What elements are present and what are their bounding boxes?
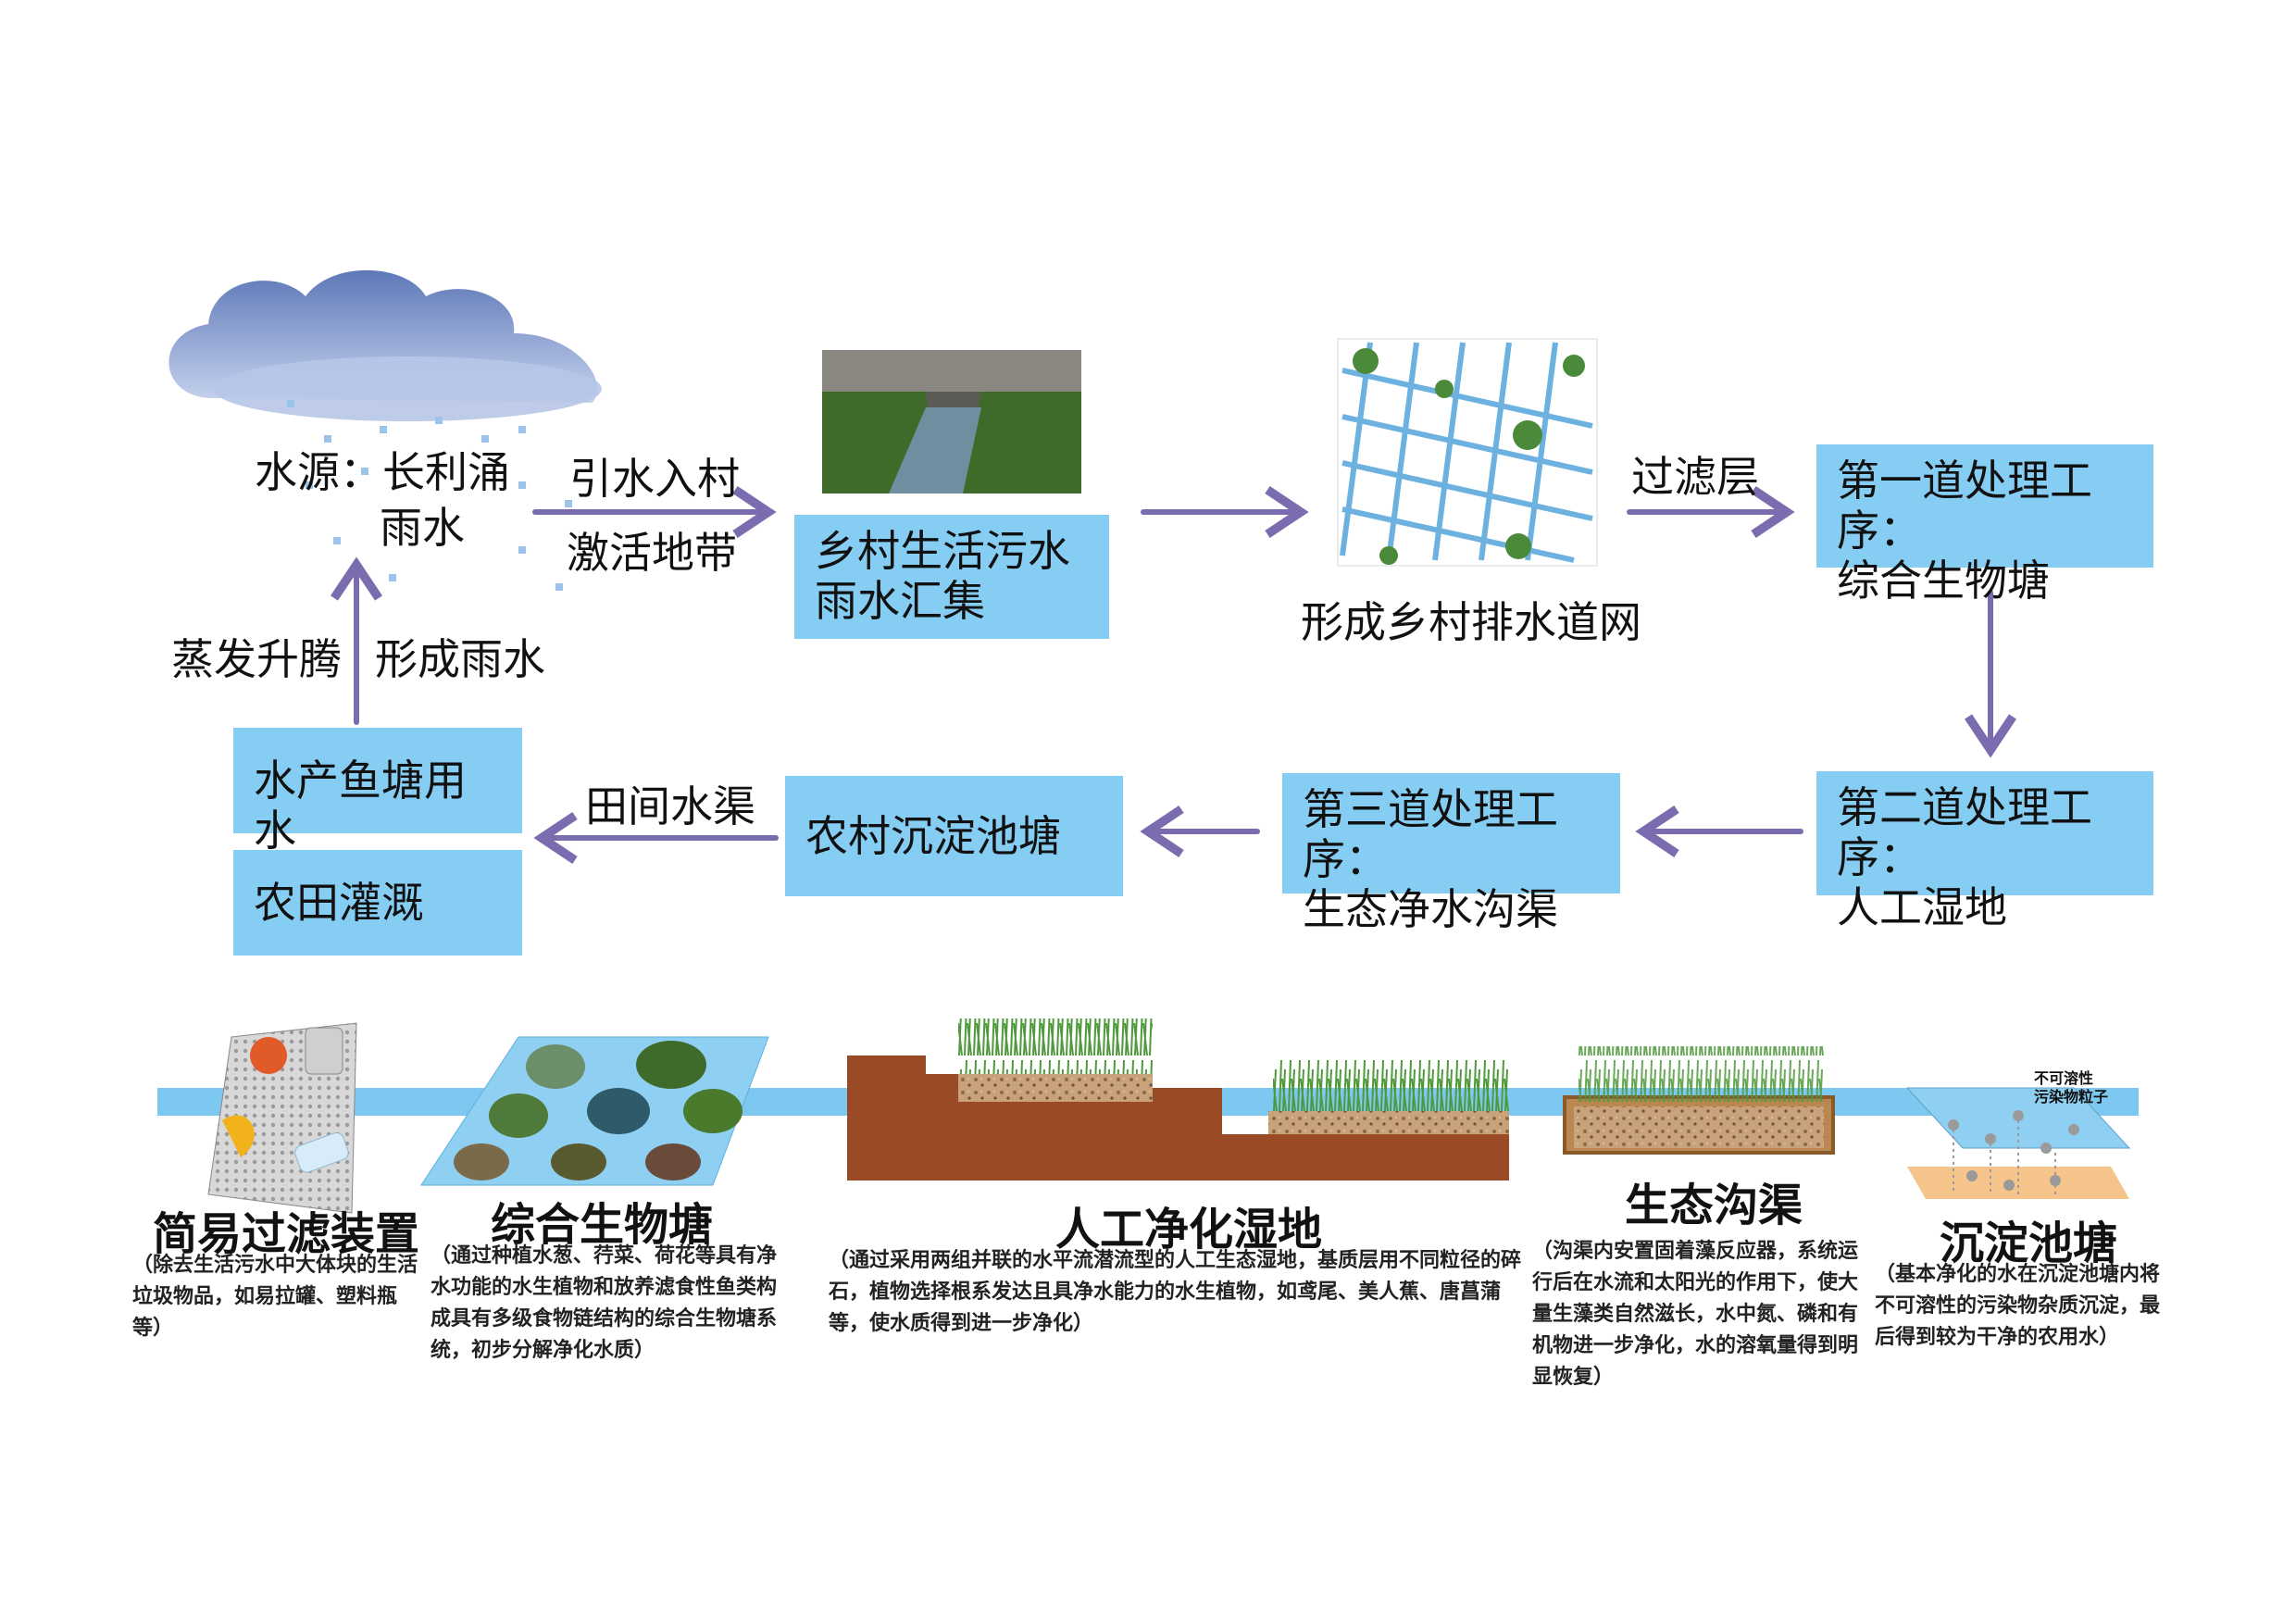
collect-box: 乡村生活污水 雨水汇集: [794, 515, 1109, 639]
particle-note: 不可溶性 污染物粒子: [2034, 1069, 2108, 1106]
bio-pond-image: [420, 1036, 769, 1186]
step1-line1: 第一道处理工序：: [1837, 456, 2092, 556]
stage-desc-filter: （除去生活污水中大体块的生活垃圾物品，如易拉罐、塑料瓶等）: [132, 1254, 418, 1340]
stage-title-ditch: 生态沟渠: [1625, 1180, 1803, 1231]
step1-box: 第一道处理工序： 综合生物塘: [1816, 444, 2153, 606]
drainage-network-image: [1337, 338, 1598, 567]
stage-desc-biopond: （通过种植水葱、荇菜、荷花等具有净水功能的水生植物和放养滤食性鱼类构成具有多级食…: [430, 1244, 778, 1362]
evaporate-label: 蒸发升腾: [171, 634, 342, 684]
particle-note-line2: 污染物粒子: [2034, 1088, 2109, 1106]
constructed-wetland-image: [847, 1018, 1509, 1181]
flow-arrows: [331, 486, 2016, 864]
collect-box-line2: 雨水汇集: [815, 576, 985, 626]
field-canal-label: 田间水渠: [585, 781, 755, 831]
step2-line2: 人工湿地: [1837, 882, 2007, 932]
rain-cloud-icon: [168, 269, 602, 421]
irrigation-box: 农田灌溉: [233, 850, 522, 956]
network-label: 形成乡村排水道网: [1301, 597, 1641, 647]
stage-desc-settle: （基本净化的水在沉淀池塘内将不可溶性的污染物杂质沉淀，最后得到较为干净的农用水）: [1875, 1263, 2161, 1349]
step3-box: 第三道处理工序： 生态净水沟渠: [1282, 773, 1620, 934]
eco-ditch-image: [1563, 1046, 1835, 1155]
step1-line2: 综合生物塘: [1837, 556, 2050, 606]
stage-desc-ditch: （沟渠内安置固着藻反应器，系统运行后在水流和太阳光的作用下，使大量生藻类自然滋长…: [1532, 1240, 1859, 1389]
source-label-line2: 雨水: [380, 503, 465, 553]
activate-label: 激活地带: [567, 528, 737, 578]
step2-line1: 第二道处理工序：: [1837, 782, 2092, 882]
form-rain-label: 形成雨水: [375, 634, 545, 684]
stage-title-biopond: 综合生物塘: [491, 1199, 714, 1251]
step3-line1: 第三道处理工序：: [1303, 784, 1558, 884]
stage-title-wetland: 人工净化湿地: [1055, 1204, 1323, 1255]
sedimentation-pond-image: [1905, 1087, 2131, 1199]
source-label-line1: 水源：长利涌: [255, 447, 510, 497]
settle-box: 农村沉淀池塘: [785, 776, 1123, 896]
collect-box-line1: 乡村生活污水: [815, 526, 1070, 576]
simple-filter-image: [207, 1022, 357, 1214]
stage-title-settle: 沉淀池塘: [1940, 1218, 2118, 1269]
step2-box: 第二道处理工序： 人工湿地: [1816, 771, 2153, 932]
village-canal-image: [822, 350, 1081, 493]
step3-line2: 生态净水沟渠: [1303, 884, 1558, 934]
stage-title-filter: 简易过滤装置: [153, 1208, 420, 1260]
bring-in-label: 引水入村: [569, 454, 740, 504]
settle-label: 农村沉淀池塘: [805, 811, 1061, 861]
fish-pond-box: 水产鱼塘用水: [233, 728, 522, 856]
filter-layer-label: 过滤层: [1631, 452, 1759, 502]
rain-drops: [287, 400, 572, 591]
particle-note-line1: 不可溶性: [2034, 1069, 2094, 1087]
fish-pond-label: 水产鱼塘用水: [254, 756, 467, 856]
irrigation-label: 农田灌溉: [254, 878, 424, 928]
stage-desc-wetland: （通过采用两组并联的水平流潜流型的人工生态湿地，基质层用不同粒径的碎石，植物选择…: [829, 1249, 1522, 1335]
